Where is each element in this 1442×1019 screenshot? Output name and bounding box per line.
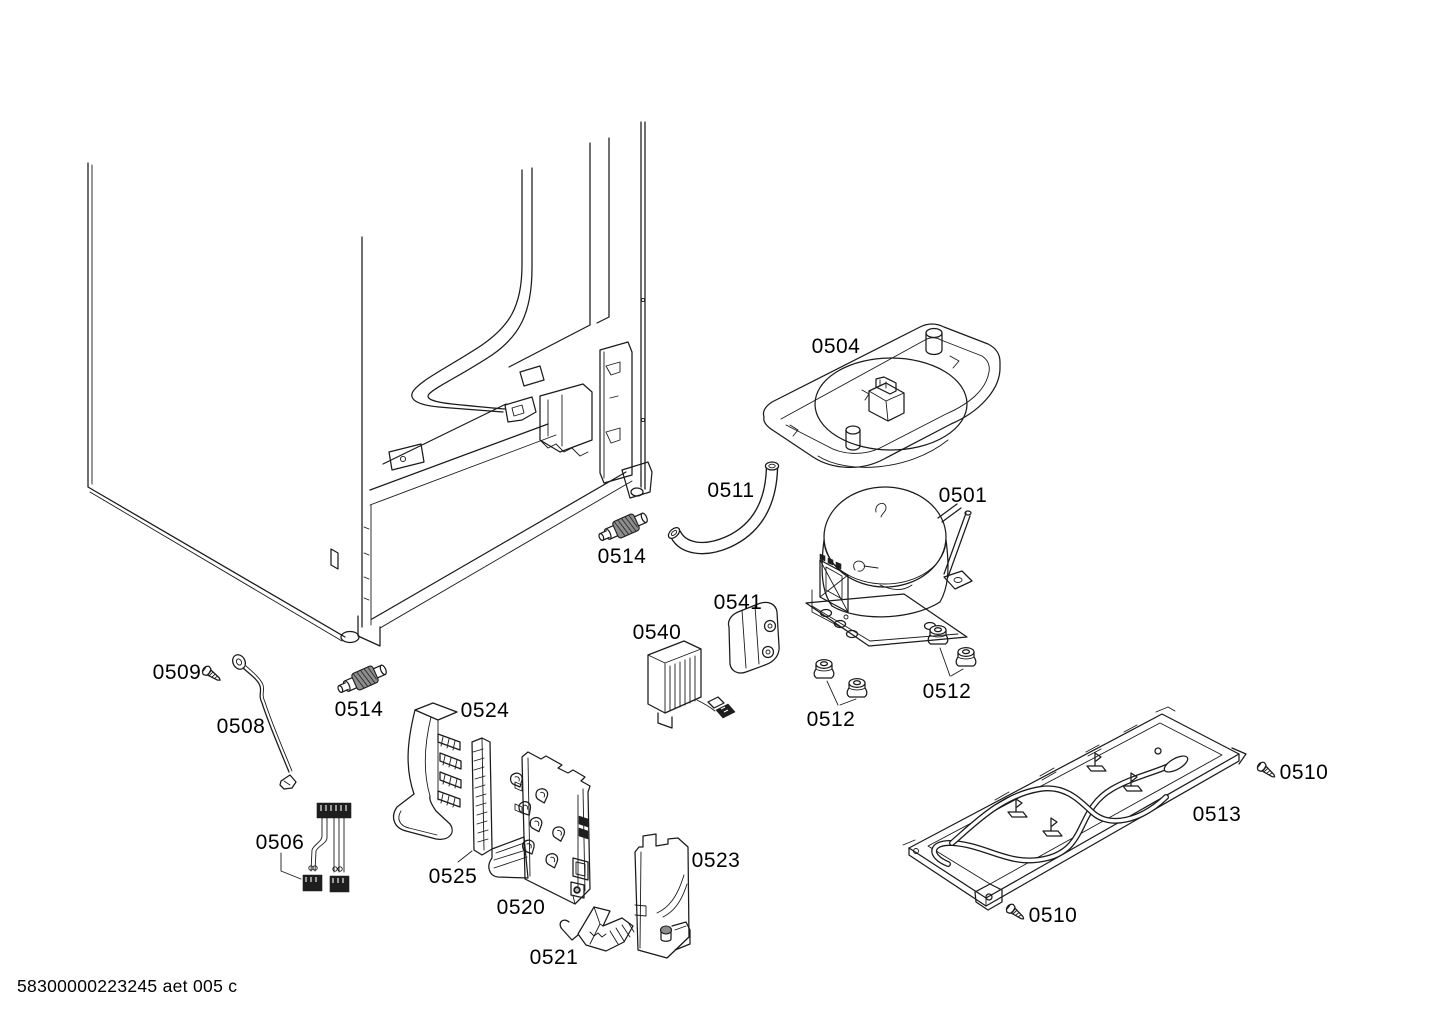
evaporation-tray: [762, 323, 1001, 469]
part-label-filter-drier-right: 0514: [597, 545, 647, 568]
module-cover: [634, 833, 691, 959]
part-label-compressor: 0501: [938, 484, 988, 507]
base-plate: [902, 706, 1247, 911]
cabinet-rear-view: [87, 121, 653, 647]
power-module: [488, 751, 591, 905]
part-label-drain-hose: 0511: [707, 479, 755, 502]
part-label-support-bracket: 0524: [460, 699, 510, 722]
part-label-screw-sensor: 0509: [152, 661, 202, 684]
compressor: [805, 486, 973, 647]
part-label-grommet-set-right: 0512: [922, 680, 972, 703]
support-bracket: [392, 702, 462, 840]
part-label-temperature-sensor: 0508: [216, 715, 266, 738]
temperature-sensor: [232, 654, 297, 790]
cable-clamp: [559, 906, 635, 952]
control-module: [647, 640, 736, 729]
part-label-evaporation-tray: 0504: [811, 335, 861, 358]
part-label-base-plate: 0513: [1192, 803, 1242, 826]
part-label-terminal-comb: 0525: [428, 865, 478, 888]
part-label-cable-clamp: 0521: [529, 946, 579, 969]
part-label-grommet-set-left: 0512: [806, 708, 856, 731]
part-label-screw-base-bottom: 0510: [1028, 904, 1078, 927]
part-label-power-module: 0520: [496, 896, 546, 919]
part-label-control-module: 0540: [632, 621, 682, 644]
part-label-screw-base-top: 0510: [1279, 761, 1329, 784]
part-label-module-cover: 0523: [691, 849, 741, 872]
part-label-starter-relay: 0541: [713, 591, 763, 614]
starter-relay: [727, 601, 780, 674]
wiring-harness: [302, 802, 352, 893]
document-code: 58300000223245 aet 005 c: [17, 976, 238, 996]
part-label-wiring-harness: 0506: [255, 831, 305, 854]
drain-hose: [667, 461, 780, 555]
leader-lines: [280, 647, 964, 880]
part-label-filter-drier-left: 0514: [334, 698, 384, 721]
